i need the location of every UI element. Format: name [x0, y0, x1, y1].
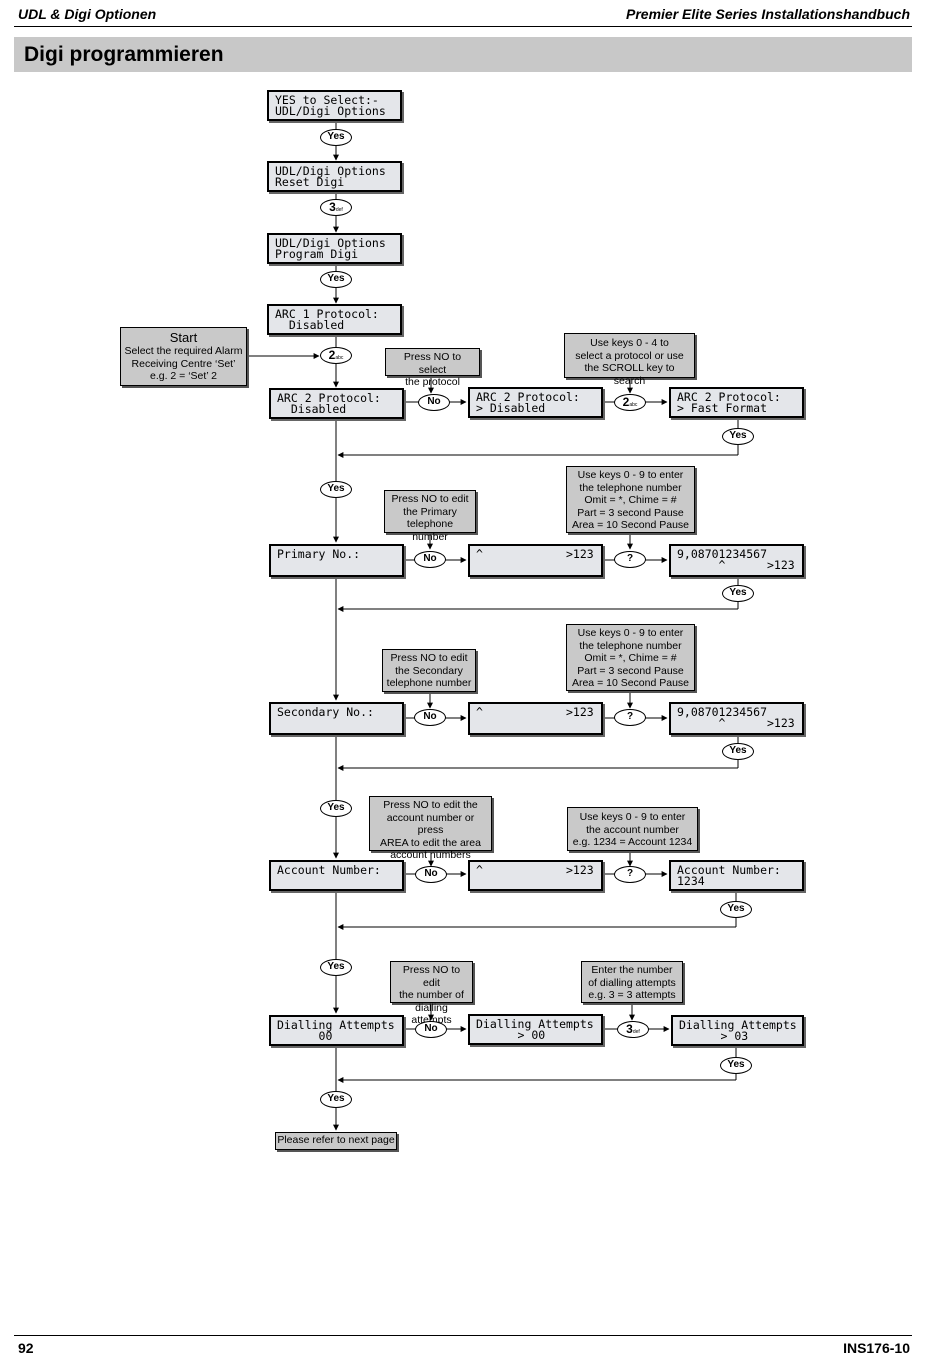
no-key: No: [414, 709, 446, 726]
lcd-primary-result: 9,08701234567 ^ >123: [669, 544, 804, 577]
lcd-primary-entry: ^ >123: [468, 544, 603, 577]
lcd-arc2-protocol: ARC 2 Protocol: Disabled: [269, 388, 404, 419]
document-code: INS176-10: [843, 1340, 910, 1356]
lcd-secondary-result: 9,08701234567 ^ >123: [669, 702, 804, 735]
lcd-account-entry: ^ >123: [468, 860, 603, 891]
no-key: No: [415, 1021, 447, 1038]
yes-key: Yes: [320, 271, 352, 288]
yes-key: Yes: [722, 585, 754, 602]
query-key: ?: [614, 551, 646, 568]
query-key: ?: [614, 866, 646, 883]
header-section-title: UDL & Digi Optionen: [18, 6, 157, 22]
header-manual-title: Premier Elite Series Installationshandbu…: [626, 6, 910, 22]
lcd-arc1-protocol: ARC 1 Protocol: Disabled: [267, 304, 402, 335]
lcd-dialling-select: Dialling Attempts > 00: [468, 1014, 603, 1045]
header-rule: [14, 26, 912, 27]
yes-key: Yes: [320, 800, 352, 817]
lcd-arc2-select: ARC 2 Protocol:> Disabled: [468, 387, 603, 418]
lcd-account-result: Account Number:1234: [669, 860, 804, 891]
two-key: 2abc: [320, 347, 352, 364]
yes-key: Yes: [320, 481, 352, 498]
two-key: 2abc: [614, 394, 646, 411]
query-key: ?: [614, 709, 646, 726]
yes-key: Yes: [722, 743, 754, 760]
lcd-yes-to-select: YES to Select:-UDL/Digi Options: [267, 90, 402, 121]
lcd-dialling-attempts: Dialling Attempts 00: [269, 1015, 404, 1046]
lcd-account-number: Account Number:: [269, 860, 404, 891]
yes-key: Yes: [720, 1057, 752, 1074]
three-key: 3def: [617, 1021, 649, 1038]
yes-key: Yes: [722, 428, 754, 445]
lcd-arc2-fast-format: ARC 2 Protocol:> Fast Format: [669, 387, 804, 418]
no-key: No: [414, 551, 446, 568]
no-key: No: [415, 866, 447, 883]
yes-key: Yes: [320, 1091, 352, 1108]
page-number: 92: [18, 1340, 34, 1356]
three-key: 3def: [320, 199, 352, 216]
lcd-secondary-no: Secondary No.:: [269, 702, 404, 735]
lcd-primary-no: Primary No.:: [269, 544, 404, 577]
refer-next-page: Please refer to next page: [275, 1132, 397, 1150]
yes-key: Yes: [320, 129, 352, 146]
footer-rule: [14, 1335, 912, 1336]
lcd-dialling-result: Dialling Attempts > 03: [671, 1015, 804, 1046]
no-key: No: [418, 394, 450, 411]
yes-key: Yes: [320, 959, 352, 976]
lcd-secondary-entry: ^ >123: [468, 702, 603, 735]
yes-key: Yes: [720, 901, 752, 918]
page-title: Digi programmieren: [14, 37, 912, 72]
